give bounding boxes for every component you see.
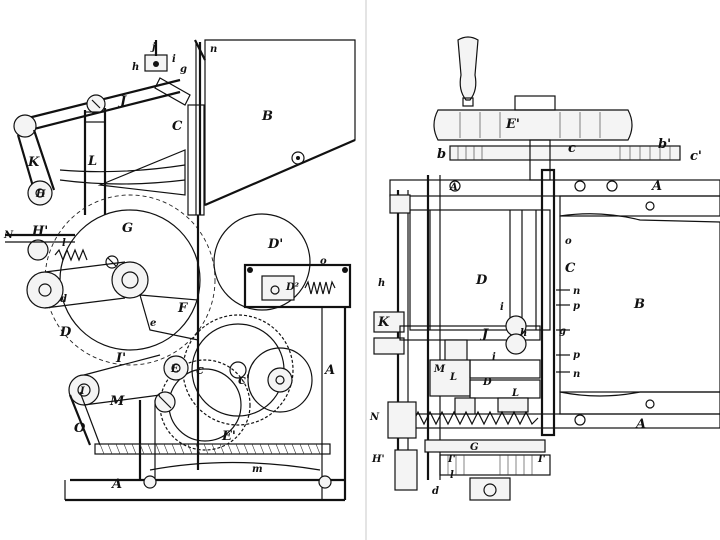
hopper-b — [195, 39, 356, 215]
label-n: n — [210, 44, 217, 55]
label-r-k: K — [377, 315, 390, 330]
label-g-wheel: G — [122, 221, 133, 236]
hopper-b-plan — [559, 213, 720, 397]
label-r-i2: i — [492, 352, 496, 363]
plan-view-figure: E' b c b' c' A A o D C h n p B K i h g J… — [369, 36, 720, 501]
label-e1: E' — [221, 429, 236, 444]
wheel-e — [154, 355, 189, 413]
spring-n-plan — [387, 401, 539, 439]
lever-assembly — [13, 78, 186, 215]
arm-f — [139, 294, 199, 341]
crank-handle — [457, 36, 479, 107]
mechanism-l — [429, 359, 541, 415]
label-c-gear: c — [196, 363, 204, 378]
label-d: D — [59, 325, 72, 340]
label-l: L — [87, 154, 97, 169]
label-i: I — [79, 386, 85, 397]
label-r-c-plate: C — [565, 261, 576, 276]
label-o: o — [320, 256, 327, 267]
label-r-i1: i — [500, 302, 504, 313]
label-l-spring: l — [62, 238, 66, 249]
label-r-d-pulley: d — [432, 486, 439, 497]
bearing-box — [243, 263, 352, 309]
label-r-i2b: I' — [537, 454, 546, 465]
labels-right: E' b c b' c' A A o D C h n p B K i h g J… — [369, 117, 702, 497]
flywheel-e1 — [433, 95, 633, 141]
label-r-l2: L — [511, 388, 519, 399]
pulley-i — [68, 354, 161, 446]
label-n-left: N — [3, 230, 14, 241]
label-i1: I' — [115, 351, 126, 366]
label-r-b: b — [437, 147, 446, 162]
label-c1: c' — [238, 373, 250, 388]
label-r-m: M — [433, 364, 446, 375]
label-i: i — [172, 54, 176, 65]
label-r-a2: A — [650, 179, 662, 194]
label-m: M — [109, 394, 125, 409]
label-j-lever: J — [117, 94, 127, 109]
label-r-n: N — [369, 412, 380, 423]
label-r-h2: h — [520, 328, 527, 339]
screw-rod-m — [94, 443, 331, 471]
lever-j-plan — [399, 315, 541, 363]
label-r-p1: p — [573, 301, 580, 312]
label-e: e — [150, 318, 156, 329]
left-shafts — [373, 175, 441, 480]
label-d1: D' — [267, 237, 283, 252]
side-elevation-figure: j h i g n B J C K L H H' N G D' l d D² o… — [3, 39, 356, 502]
plate-c — [187, 104, 305, 216]
label-h-pulley: H — [35, 189, 46, 200]
label-r-g-gear: G — [470, 442, 479, 453]
roller-d1 — [213, 213, 311, 311]
label-r-h1: H' — [371, 454, 385, 465]
label-r-o: o — [565, 236, 572, 247]
gear-g-plan — [394, 439, 551, 501]
label-m-rod: m — [252, 464, 263, 475]
plate-c-plan — [540, 168, 570, 437]
cylinder-d — [409, 209, 551, 331]
label-a1: A — [323, 363, 335, 378]
label-r-n1: n — [573, 286, 580, 297]
label-k: K — [27, 155, 40, 170]
label-r-b1: b' — [658, 137, 671, 152]
label-r-e1: E' — [505, 117, 520, 132]
label-r-a3: A — [634, 417, 646, 432]
label-r-g: g — [559, 326, 566, 337]
pulley-d — [26, 261, 126, 309]
label-r-l: l — [450, 470, 454, 481]
pulley-h — [5, 180, 75, 261]
label-r-i1b: I' — [447, 454, 456, 465]
label-r-b-hopper: B — [633, 297, 645, 312]
label-f: F — [177, 301, 188, 316]
gear-c1 — [247, 347, 313, 413]
label-a2: A — [110, 477, 122, 492]
label-r-n2: n — [573, 369, 580, 380]
label-g: g — [180, 64, 187, 75]
label-j: j — [150, 42, 156, 53]
label-h1: H' — [31, 224, 48, 239]
frame-a — [64, 215, 347, 502]
label-h: h — [132, 62, 139, 73]
label-r-j: J — [479, 327, 489, 342]
wheel-g — [44, 194, 216, 366]
label-r-l1: L — [449, 372, 457, 383]
spring-l — [54, 248, 88, 262]
label-r-a1: A — [449, 182, 458, 193]
label-r-d: D — [475, 273, 488, 288]
label-c: C — [172, 119, 183, 134]
label-r-c1: c' — [690, 149, 702, 164]
label-r-p2: p — [573, 350, 580, 361]
label-d2: D² — [285, 282, 300, 293]
labels-left: j h i g n B J C K L H H' N G D' l d D² o… — [3, 42, 335, 492]
label-e-wheel: E — [170, 364, 179, 375]
label-b: B — [261, 109, 273, 124]
label-r-d2: D — [482, 377, 492, 388]
label-d-pulley: d — [60, 294, 67, 305]
gear-row-b — [449, 139, 681, 181]
top-crank — [144, 39, 206, 106]
label-r-h: h — [378, 278, 385, 289]
label-o-arm: O — [74, 421, 86, 436]
label-r-c: c — [568, 141, 576, 156]
